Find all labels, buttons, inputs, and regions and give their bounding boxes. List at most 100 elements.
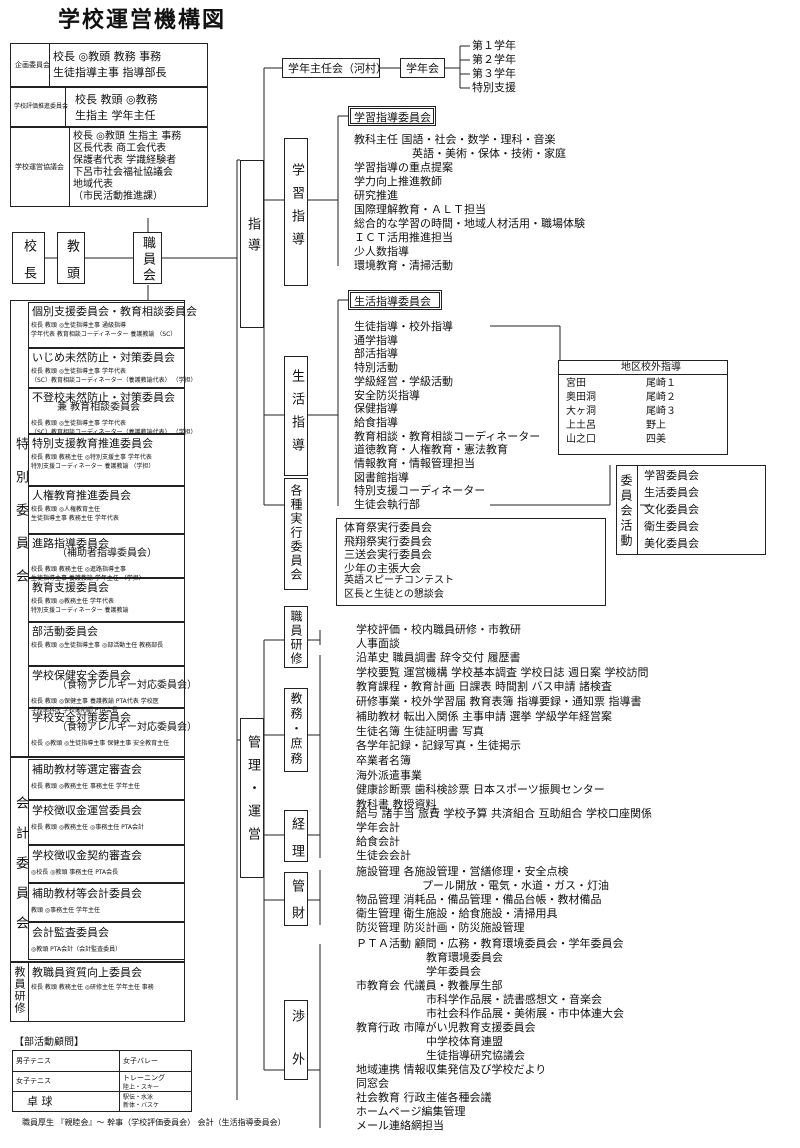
committee-members: 特別支援コーディネーター 養護教諭 bbox=[31, 607, 129, 614]
staff-training-box: 職員研修 bbox=[284, 606, 308, 668]
finance-item: 学年会計 bbox=[356, 821, 400, 834]
committee-name: 教育支援委員会 bbox=[32, 581, 109, 594]
committee-members: 校長 教頭 ◎教務主任 事務主任 学年主任 bbox=[31, 783, 140, 790]
council-members: 区長代表 商工会代表 bbox=[73, 143, 167, 154]
assets-item: プール開放・電気・水道・ガス・灯油 bbox=[422, 879, 609, 892]
student-committee-box: 委員会活動 bbox=[616, 465, 766, 555]
committee-name: 進路指導委員会 bbox=[32, 537, 109, 550]
staff-training-label: 職員研修 bbox=[289, 610, 303, 666]
committee-name: 人権教育推進委員会 bbox=[32, 489, 131, 502]
affairs-item: 卒業者名簿 bbox=[356, 753, 411, 767]
special-committee-item: 不登校未然防止・対策委員会兼 教育相談委員会校長 教頭 ◎生徒指導主事 学年代表… bbox=[28, 388, 197, 436]
council-members: 生徒指導主事 指導部長 bbox=[53, 66, 167, 79]
external-item: 市社会科作品展・美術展・市中体連大会 bbox=[426, 1007, 624, 1020]
life-committee-box: 生活指導委員会 bbox=[348, 290, 442, 310]
committee-members: 学校歯科医 学校薬剤師 PTA会長 bbox=[31, 707, 118, 714]
special-committee-item: いじめ未然防止・対策委員会校長 教頭 ◎生徒指導主事 学年代表（SC）教育相談コ… bbox=[28, 348, 197, 388]
principal-label: 校長 bbox=[21, 239, 36, 293]
district-area: 尾崎２ bbox=[646, 392, 676, 403]
committee-members: 校長 教頭 ◎人権教育主任 bbox=[31, 506, 101, 513]
external-item: ＰＴＡ活動 顧問・広務・教育環境委員会・学年委員会 bbox=[356, 937, 624, 950]
council-evaluation: 学校評価推進委員会 校長 教頭 ◎教務 生指主 学年主任 bbox=[10, 87, 208, 127]
council-name: 学校評価推進委員会 bbox=[14, 103, 69, 110]
council-members: 生指主 学年主任 bbox=[75, 109, 156, 122]
external-item: 生徒指導研究協議会 bbox=[426, 1049, 525, 1062]
committee-members: 校長 教頭 ◎生徒指導主事 学年代表 bbox=[31, 368, 126, 375]
committee-members: ◎校長 ◎教頭 事務主任 PTA会長 bbox=[31, 869, 119, 876]
grade-meeting-box: 学年会 bbox=[400, 58, 445, 78]
events-list-box bbox=[336, 518, 606, 606]
learning-item: 少人数指導 bbox=[354, 245, 409, 258]
division-guidance: 指導 bbox=[240, 160, 264, 328]
club-cell: 卓 球 bbox=[27, 1095, 53, 1108]
committee-members: 校長 教頭 ◎保健主事 養護教諭 PTA代表 学校医 bbox=[31, 698, 159, 705]
life-item: 通学指導 bbox=[354, 333, 398, 347]
accounting-committee-item: 学校徴収金契約審査会 ◎校長 ◎教頭 事務主任 PTA会長 bbox=[28, 845, 185, 883]
events-label: 各種実行委員会 bbox=[289, 484, 303, 582]
accounting-committee-label: 会計委員会 bbox=[13, 796, 28, 946]
student-committee-item: 衛生委員会 bbox=[644, 520, 699, 533]
special-committee-item: 学校保健安全委員会（食物アレルギー対応委員会）校長 教頭 ◎保健主事 養護教諭 … bbox=[28, 666, 197, 714]
district-area: 奥田洞 bbox=[566, 392, 596, 403]
life-item: 道徳教育・人権教育・憲法教育 bbox=[354, 443, 508, 457]
external-box: 渉外 bbox=[284, 1000, 308, 1095]
affairs-item: 補助教材 転出入関係 主事申請 選挙 学級学年経営案 bbox=[356, 709, 612, 723]
finance-item: 給食会計 bbox=[356, 835, 400, 848]
assets-item: 防災管理 防災計画・防災施設管理 bbox=[356, 921, 525, 934]
division-guidance-label: 指導 bbox=[245, 217, 260, 259]
learning-committee-box: 学習指導委員会 bbox=[348, 106, 436, 126]
life-item: 情報教育・情報管理担当 bbox=[354, 457, 475, 470]
event-item: 飛翔祭実行委員会 bbox=[344, 534, 432, 548]
affairs-item: 生徒名簿 生徒証明書 写真 bbox=[356, 724, 484, 738]
affairs-item: 教科書 教授資料 bbox=[356, 798, 437, 811]
committee-members: （SC）教育相談コーディネーター（養護教諭代表） （学担） bbox=[31, 429, 197, 436]
chart-title: 学校運営機構図 bbox=[58, 8, 227, 33]
life-item: 保健指導 bbox=[354, 402, 398, 416]
committee-subname: （食物アレルギー対応委員会） bbox=[57, 722, 197, 733]
affairs-item: 各学年記録・記録写真・生徒掲示 bbox=[356, 739, 521, 753]
club-footer: 職員厚生 『親睦会』～ 幹事（学校評価委員会） 会計（生活指導委員会） bbox=[22, 1118, 286, 1127]
council-members: 下呂市社会福祉協議会 bbox=[73, 167, 173, 178]
learning-guidance-label: 学習指導 bbox=[289, 163, 304, 255]
committee-name: 学校保健安全委員会 bbox=[32, 669, 131, 682]
learning-committee-label: 学習指導委員会 bbox=[354, 111, 431, 124]
affairs-box: 教務・庶務 bbox=[284, 688, 308, 772]
council-members: 校長 教頭 ◎教務 bbox=[75, 93, 158, 106]
council-name: 企画委員会 bbox=[15, 61, 50, 69]
special-committee-item: 進路指導委員会（補助者指導委員会）校長 教頭 教務主任 ◎進路指導主事生徒指導主… bbox=[28, 534, 185, 582]
event-item: 少年の主張大会 bbox=[344, 561, 421, 575]
club-cell: 男子テニス bbox=[16, 1057, 51, 1065]
event-item: 体育祭実行委員会 bbox=[344, 521, 432, 534]
special-committee-item: 個別支援委員会・教育相談委員会校長 教頭 ◎生徒指導主事 通級指導学年代表 教育… bbox=[28, 302, 197, 348]
grade-leader-box: 学年主任会（河村） bbox=[282, 58, 387, 78]
committee-members: 校長 教頭 ◎生徒指導主事 通級指導 bbox=[31, 322, 126, 329]
training-committee-item: 教職員資質向上委員会校長 教頭 教務主任 ◎研修主任 学年主任 事務 bbox=[28, 962, 185, 1022]
committee-members: 校長 教頭 ◎教務主任 学年代表 bbox=[31, 598, 114, 605]
special-committee-item: 学校安全対策委員会（食物アレルギー対応委員会）校長 ◎教頭 ◎生徒指導主事 保健… bbox=[28, 708, 197, 757]
grade-item: 第３学年 bbox=[472, 67, 516, 80]
committee-members: 生徒指導主事 教務主任 学年代表 bbox=[31, 515, 119, 522]
club-cell: 陸上・スキー bbox=[123, 1084, 160, 1091]
committee-members: 教頭 ◎事務主任 学年主任 bbox=[31, 907, 101, 914]
life-item: 生徒会執行部 bbox=[354, 498, 420, 512]
affairs-item: 研修事業・校外学習届 教育表簿 指導要録・通知票 指導書 bbox=[356, 695, 642, 709]
event-item: 区長と生徒との懇談会 bbox=[344, 588, 444, 600]
event-item: 英語スピーチコンテスト bbox=[344, 575, 454, 586]
district-area: 尾崎１ bbox=[646, 378, 676, 389]
committee-members: 校長 教頭 ◎生徒指導主事 学年代表 bbox=[31, 420, 126, 427]
assets-item: 施設管理 各施設管理・営繕修理・安全点検 bbox=[356, 865, 569, 878]
life-guidance-box: 生活指導 bbox=[284, 356, 308, 476]
committee-members: 校長 教頭 教務主任 ◎進路指導主事 bbox=[31, 566, 126, 573]
district-box: 地区校外指導 bbox=[558, 360, 728, 455]
club-cell: 駅伝・水泳 bbox=[123, 1094, 154, 1101]
council-members: 地域代表 bbox=[73, 179, 113, 190]
life-item: 部活指導 bbox=[354, 347, 398, 361]
accounting-committee-item: 補助教材等会計委員会教頭 ◎事務主任 学年主任 bbox=[28, 883, 185, 922]
life-item: 特別活動 bbox=[354, 361, 398, 375]
committee-name: 学校徴収金契約審査会 bbox=[32, 849, 142, 862]
district-area: 四美 bbox=[646, 434, 666, 445]
committee-name: 特別支援教育推進委員会 bbox=[32, 437, 153, 450]
club-table: 男子テニス 女子バレー 女子テニス トレーニング 陸上・スキー 卓 球 駅伝・水… bbox=[12, 1050, 192, 1112]
accounting-committee-item: 学校徴収金運営委員会校長 教頭 ◎教務主任 ◎事務主任 PTA会計 bbox=[28, 800, 185, 845]
committee-name: 学校徴収金運営委員会 bbox=[32, 804, 142, 817]
